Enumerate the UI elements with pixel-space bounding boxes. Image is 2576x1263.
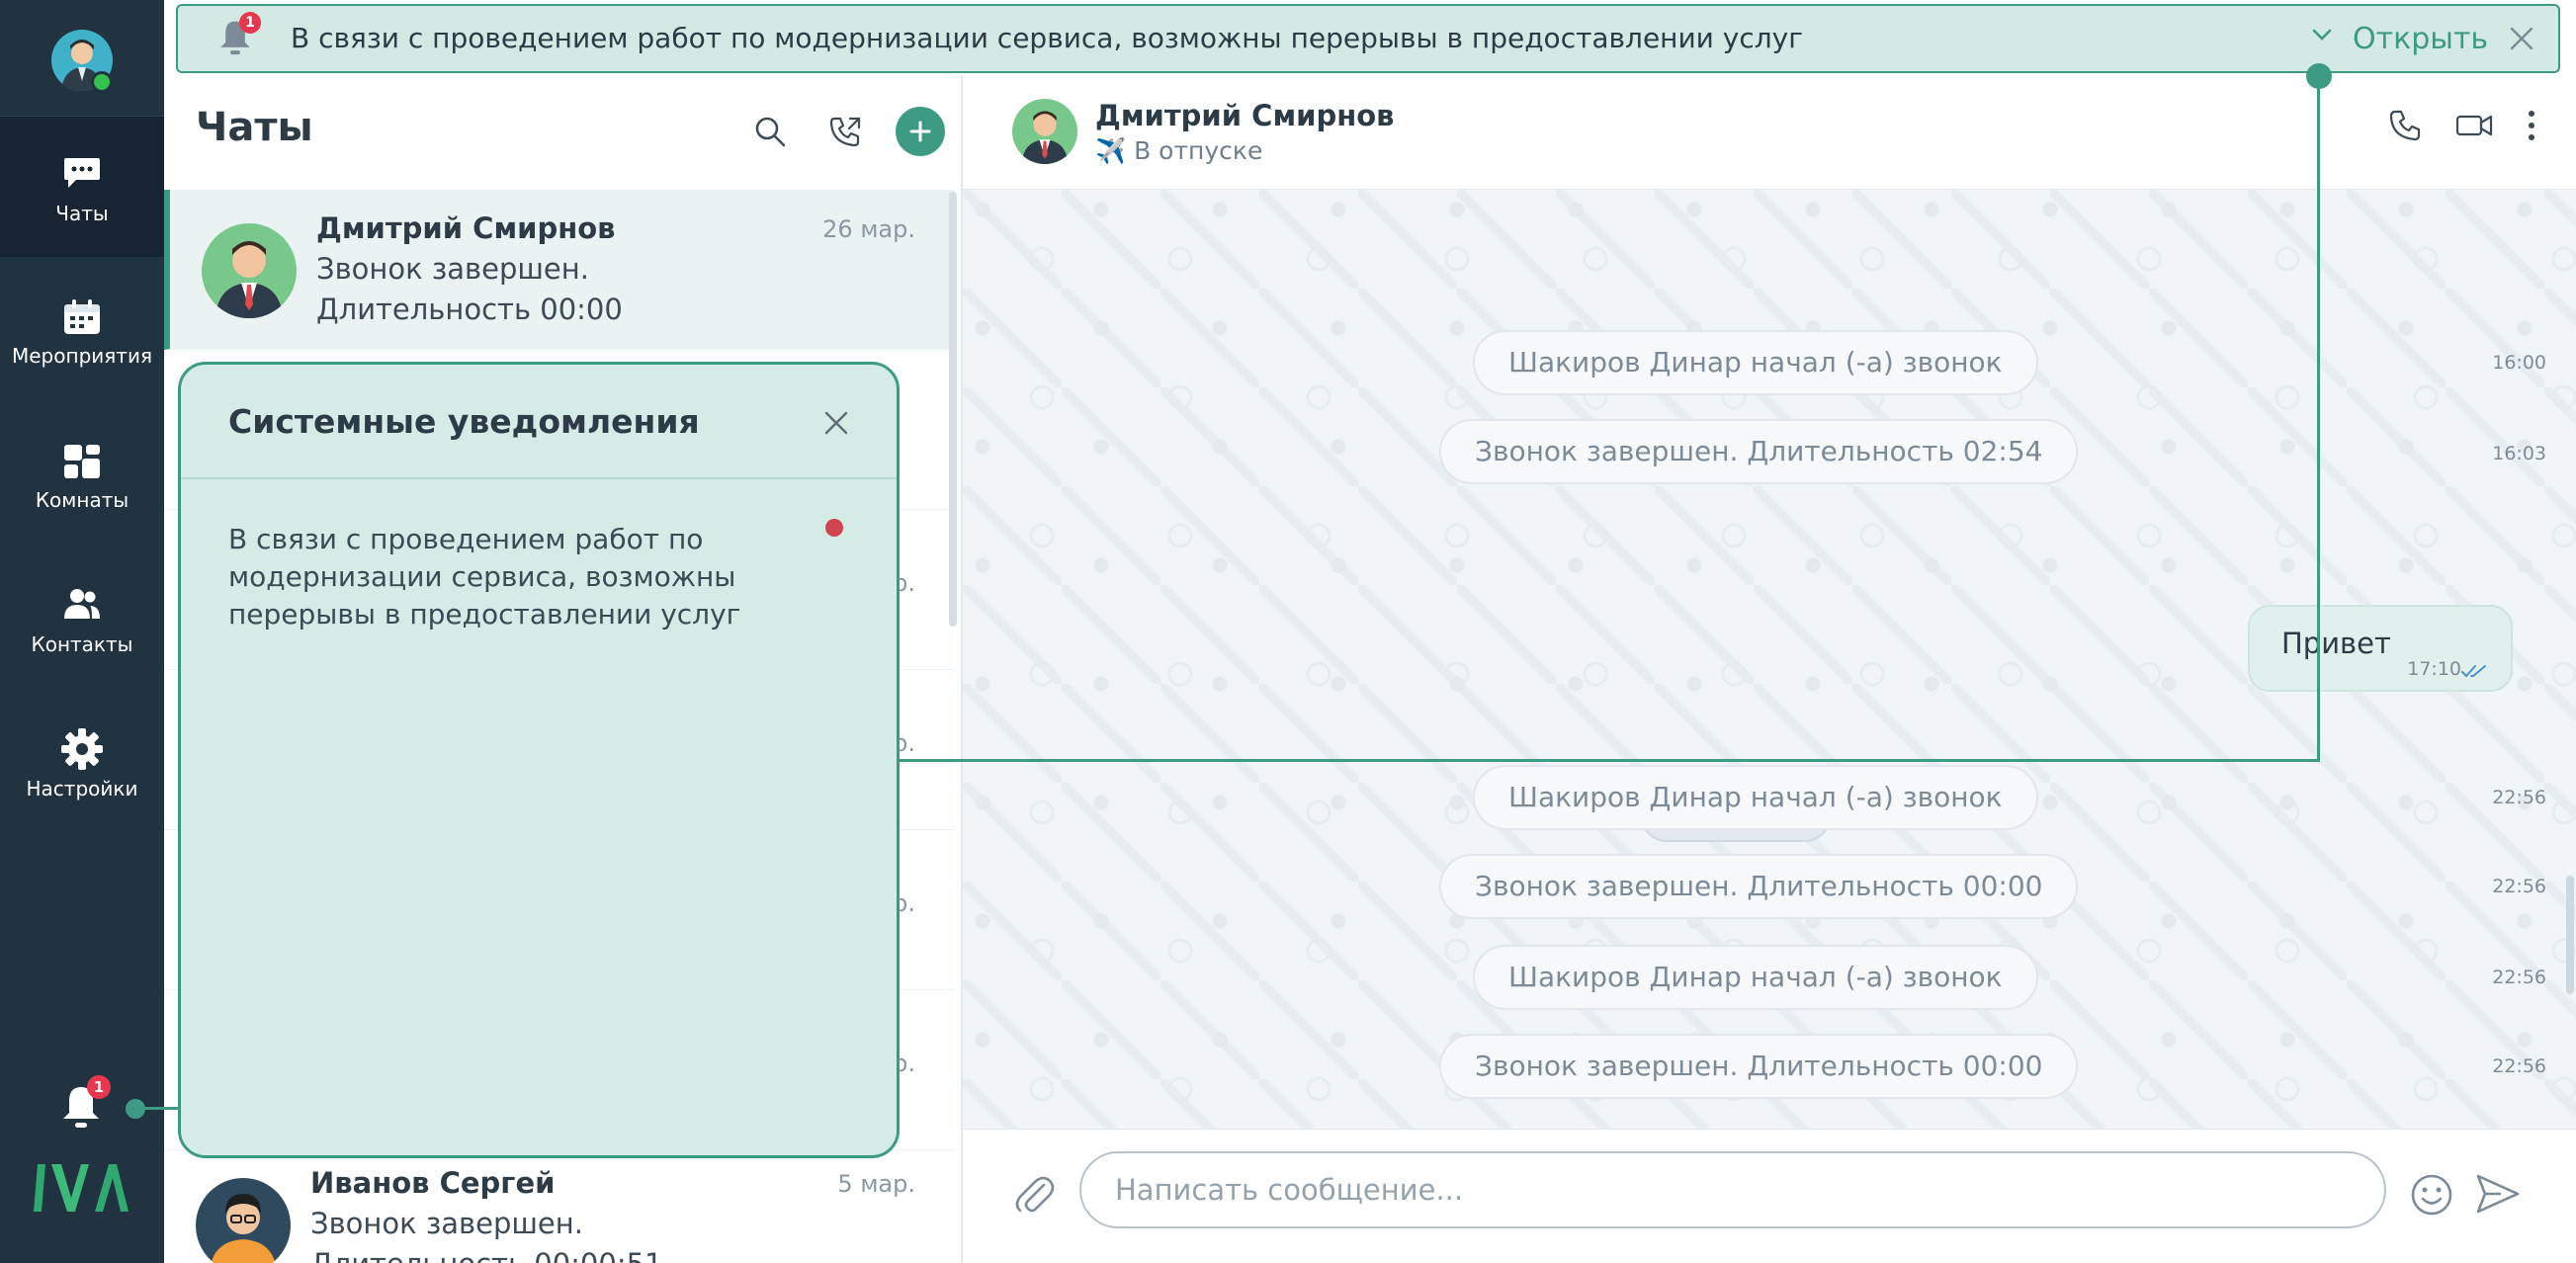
nav-item-label: Настройки: [26, 777, 138, 800]
system-notifications-panel: Системные уведомления В связи с проведен…: [178, 362, 900, 1158]
avatar: [202, 223, 297, 318]
nav-item-contacts[interactable]: Контакты: [0, 547, 164, 688]
attach-icon[interactable]: [1014, 1173, 1056, 1217]
chat-list-item[interactable]: Иванов Сергей 5 мар. Звонок завершен. Дл…: [164, 1150, 955, 1263]
nav-item-events[interactable]: Мероприятия: [0, 259, 164, 399]
calendar-icon: [64, 299, 100, 334]
plus-icon: [909, 121, 931, 142]
connector-dot: [2306, 63, 2332, 89]
system-message: Шакиров Динар начал (-а) звонок: [1473, 330, 2038, 395]
unread-indicator: [825, 519, 843, 537]
connector-line: [138, 1107, 180, 1110]
chat-icon: [64, 158, 100, 188]
banner-open-link[interactable]: Открыть: [2353, 22, 2489, 56]
search-button[interactable]: [745, 107, 795, 156]
message-composer: Написать сообщение...: [963, 1129, 2576, 1263]
connector-line: [900, 759, 2320, 762]
new-call-button[interactable]: [820, 107, 870, 156]
banner-badge: 1: [239, 12, 261, 34]
avatar: [196, 1178, 291, 1263]
notification-message[interactable]: В связи с проведением работ по модерниза…: [228, 523, 741, 631]
system-notification-banner: 1 В связи с проведением работ по модерни…: [176, 4, 2560, 73]
chat-preview: Звонок завершен. Длительность 00:00: [316, 252, 623, 326]
system-message: Звонок завершен. Длительность 00:00: [1439, 1034, 2079, 1099]
outgoing-message[interactable]: Привет 17:10: [2248, 605, 2513, 692]
chat-list-scrollbar[interactable]: [949, 192, 957, 627]
panel-title: Системные уведомления: [228, 402, 700, 441]
nav-item-chats[interactable]: Чаты: [0, 117, 164, 257]
nav-item-rooms[interactable]: Комнаты: [0, 403, 164, 544]
message-time: 22:56: [2492, 967, 2546, 988]
message-time: 17:10: [2407, 658, 2461, 680]
chat-name: Дмитрий Смирнов: [316, 211, 616, 245]
message-list: Шакиров Динар начал (-а) звонок 16:00 Зв…: [963, 190, 2576, 1129]
nav-item-label: Контакты: [31, 632, 133, 656]
message-time: 22:56: [2492, 787, 2546, 808]
contact-name: Дмитрий Смирнов: [1095, 99, 1395, 132]
video-call-icon[interactable]: [2455, 109, 2493, 142]
message-time: 22:56: [2492, 876, 2546, 897]
emoji-icon[interactable]: [2410, 1173, 2453, 1217]
contacts-icon: [64, 589, 100, 619]
chat-name: Иванов Сергей: [310, 1166, 556, 1200]
message-time: 16:00: [2492, 352, 2546, 374]
gear-icon: [61, 728, 103, 770]
nav-item-settings[interactable]: Настройки: [0, 692, 164, 832]
divider: [181, 477, 897, 479]
chat-header: Дмитрий Смирнов ✈️ В отпуске: [963, 75, 2576, 190]
more-options-icon[interactable]: [2527, 109, 2536, 142]
contact-status: ✈️ В отпуске: [1095, 136, 1263, 165]
avatar[interactable]: [1012, 99, 1077, 164]
new-chat-button[interactable]: [896, 107, 945, 156]
iva-logo: [34, 1164, 129, 1212]
chat-list-item[interactable]: Дмитрий Смирнов 26 мар. Звонок завершен.…: [164, 190, 955, 350]
message-time: 16:03: [2492, 443, 2546, 464]
connector-line: [2317, 75, 2320, 761]
chat-area: Дмитрий Смирнов ✈️ В отпуске Шакиров Дин…: [963, 75, 2576, 1263]
notifications-badge: 1: [87, 1075, 111, 1099]
banner-text: В связи с проведением работ по модерниза…: [291, 22, 1803, 54]
nav-item-label: Мероприятия: [12, 344, 152, 368]
system-message: Звонок завершен. Длительность 00:00: [1439, 854, 2079, 919]
nav-rail: Чаты Мероприятия Комнаты Контакты: [0, 0, 164, 1263]
chat-header-actions: [2388, 109, 2536, 142]
message-scrollbar[interactable]: [2566, 194, 2574, 1004]
chat-date: 26 мар.: [822, 215, 915, 243]
chat-list-title: Чаты: [196, 105, 313, 150]
read-checkmarks-icon: [2461, 665, 2486, 678]
chat-list-actions: [745, 107, 945, 156]
search-icon: [755, 117, 786, 147]
phone-icon[interactable]: [2388, 109, 2422, 142]
rooms-icon: [64, 445, 100, 478]
system-message: Звонок завершен. Длительность 02:54: [1439, 419, 2079, 484]
message-time: 22:56: [2492, 1055, 2546, 1077]
chat-date: 5 мар.: [837, 1170, 915, 1198]
message-input[interactable]: Написать сообщение...: [1079, 1151, 2386, 1228]
profile-area: [0, 0, 164, 117]
nav-item-label: Чаты: [55, 202, 109, 225]
nav-item-label: Комнаты: [35, 488, 129, 512]
chat-preview: Звонок завершен. Длительность 00:00:51: [310, 1207, 663, 1263]
profile-avatar[interactable]: [51, 30, 113, 91]
system-message: Шакиров Динар начал (-а) звонок: [1473, 945, 2038, 1010]
close-icon[interactable]: [2509, 26, 2534, 51]
close-icon[interactable]: [823, 410, 849, 436]
online-status-indicator: [91, 71, 113, 93]
phone-outgoing-icon: [829, 117, 861, 147]
message-text: Привет: [2281, 627, 2391, 660]
chevron-down-icon[interactable]: [2311, 28, 2333, 42]
send-icon[interactable]: [2475, 1173, 2521, 1215]
system-message: Шакиров Динар начал (-а) звонок: [1473, 765, 2038, 830]
